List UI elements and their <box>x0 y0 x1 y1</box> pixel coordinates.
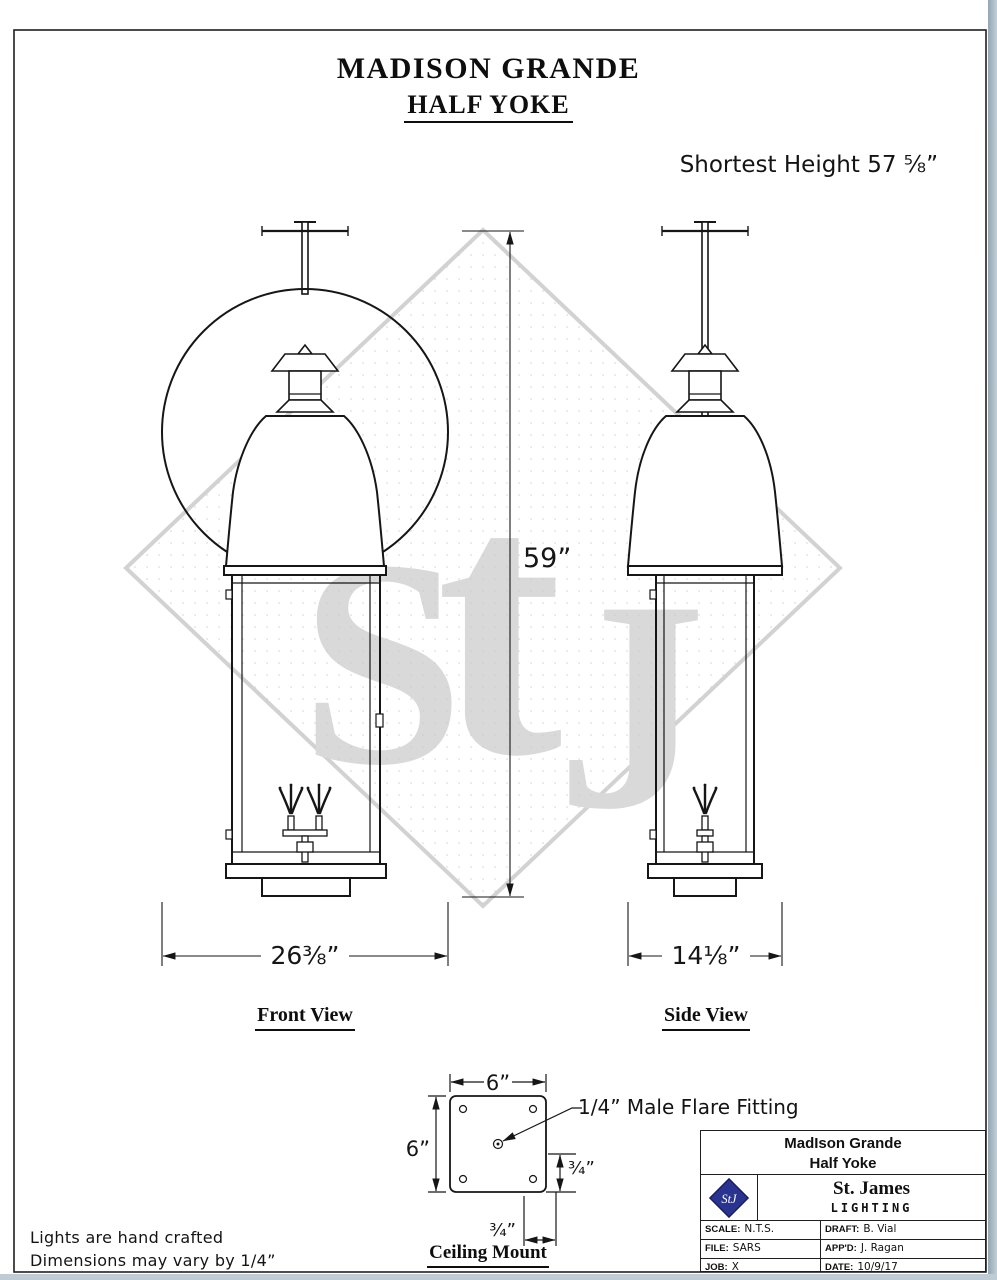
front-bell-roof <box>224 415 386 567</box>
front-base-foot <box>261 877 351 897</box>
side-chimney-cap <box>670 343 740 413</box>
appd-cell: APP'D:J. Ragan <box>825 1242 904 1254</box>
height-dim-label: 59” <box>523 543 571 574</box>
mount-width-dim-label: 6” <box>486 1071 510 1095</box>
title-block-row-job-date: JOB:X DATE:10/9/17 <box>701 1259 985 1272</box>
front-width-dim-label: 26⅜” <box>271 941 340 970</box>
product-name-line1: MadIson Grande <box>784 1135 902 1152</box>
page-title: MADISON GRANDE <box>336 52 641 85</box>
mount-height-dim-label: 6” <box>406 1137 430 1161</box>
product-name-line2: Half Yoke <box>809 1154 877 1172</box>
fitting-label: 1/4” Male Flare Fitting <box>578 1095 799 1119</box>
window-right-scrollbar[interactable] <box>988 0 997 1280</box>
stj-logo-icon: StJ <box>708 1177 750 1218</box>
ceiling-mount-label: Ceiling Mount <box>408 1242 568 1268</box>
company-name-cell: St. James LIGHTING <box>758 1175 985 1220</box>
side-burner-flame <box>692 783 718 815</box>
mount-height-dimension: 6” <box>406 1095 446 1193</box>
height-dimension: 59” <box>462 230 571 898</box>
shortest-height-note: Shortest Height 57 ⅝” <box>679 152 938 178</box>
side-bell-roof <box>626 415 784 567</box>
front-base-band <box>225 863 387 879</box>
front-roof-rim <box>223 565 387 576</box>
front-door-latch <box>375 713 384 728</box>
mount-screw-holes <box>458 1104 538 1184</box>
company-name: St. James <box>832 1178 911 1199</box>
title-block-brand-row: StJ St. James LIGHTING <box>701 1175 985 1221</box>
company-logo-cell: StJ <box>701 1175 758 1220</box>
job-cell: JOB:X <box>701 1259 821 1271</box>
front-yoke-stem <box>301 221 309 295</box>
title-block-row-scale-draft: SCALE:N.T.S. DRAFT:B. Vial <box>701 1221 985 1240</box>
stj-logo-text: StJ <box>721 1191 737 1205</box>
side-yoke-crossbar <box>661 226 749 236</box>
file-cell: FILE:SARS <box>701 1240 821 1258</box>
mount-center-fitting-hole <box>492 1138 504 1150</box>
side-burner-piping <box>696 815 714 863</box>
side-base-band <box>647 863 763 879</box>
side-hinge-top <box>649 589 657 600</box>
note-hand-crafted: Lights are hand crafted <box>30 1228 224 1247</box>
page-subtitle-text: HALF YOKE <box>404 90 573 123</box>
front-width-dimension: 26⅜” <box>161 902 449 970</box>
title-block: MadIson Grande Half Yoke StJ St. James L… <box>700 1130 986 1272</box>
front-gas-burner <box>278 783 332 863</box>
mount-offset-right-dimension: ¾” <box>546 1153 595 1193</box>
front-chimney-cap <box>270 343 340 413</box>
front-hinge-top <box>225 589 233 600</box>
title-block-row-file-appd: FILE:SARS APP'D:J. Ragan <box>701 1240 985 1259</box>
company-subtitle: LIGHTING <box>830 1201 913 1215</box>
side-width-dim-label: 14⅛” <box>672 941 741 970</box>
sheet-border <box>13 29 987 1273</box>
front-yoke-crossbar <box>261 226 349 236</box>
window-bottom-edge <box>0 1274 997 1280</box>
mount-plate <box>449 1095 547 1193</box>
front-hinge-bottom <box>225 829 233 840</box>
fitting-leader-line <box>502 1107 582 1142</box>
front-burner-flames <box>278 783 332 815</box>
side-roof-rim <box>627 565 783 576</box>
mount-offset-right-label: ¾” <box>568 1158 595 1179</box>
side-view-label: Side View <box>631 1004 781 1031</box>
mount-width-dimension: 6” <box>449 1068 547 1095</box>
ceiling-mount-drawing: 6” 6” ¾” ¾” <box>406 1068 595 1246</box>
date-cell: DATE:10/9/17 <box>825 1261 898 1272</box>
side-gas-burner <box>692 783 718 863</box>
side-hinge-bottom <box>649 829 657 840</box>
front-burner-piping <box>282 815 328 863</box>
mount-offset-bottom-label: ¾” <box>489 1220 516 1241</box>
page-subtitle: HALF YOKE <box>0 90 977 123</box>
scale-cell: SCALE:N.T.S. <box>701 1221 821 1239</box>
title-block-product-name: MadIson Grande Half Yoke <box>701 1131 985 1175</box>
side-width-dimension: 14⅛” <box>627 902 783 970</box>
note-dimensions-vary: Dimensions may vary by 1/4” <box>30 1251 276 1270</box>
side-base-foot <box>673 877 737 897</box>
front-view-label: Front View <box>230 1004 380 1031</box>
mount-offset-bottom-dimension: ¾” <box>489 1192 557 1246</box>
draft-cell: DRAFT:B. Vial <box>825 1223 897 1235</box>
side-view-drawing <box>626 221 784 897</box>
front-view-drawing <box>161 221 449 897</box>
